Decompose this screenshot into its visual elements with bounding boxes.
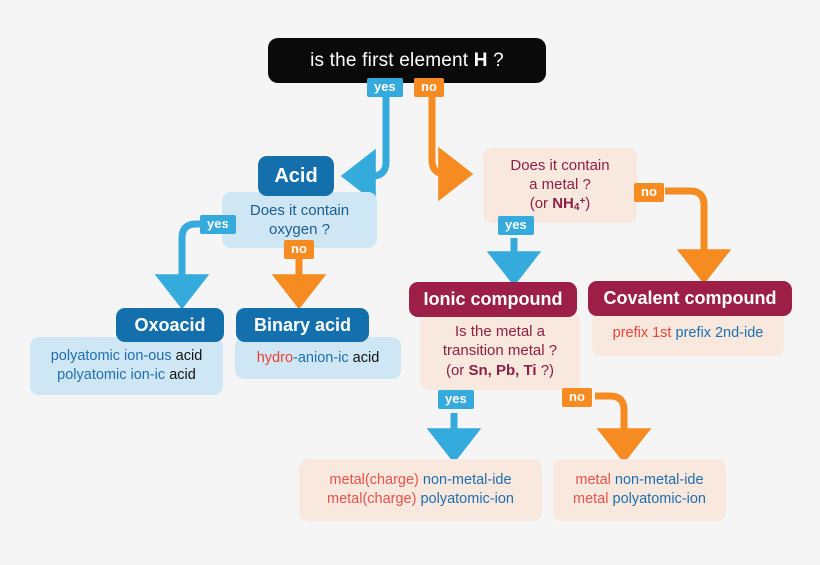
ionic-question-line1: Is the metal a [454,323,546,341]
tno-line1-part1: metal [575,472,611,489]
binary-acid-part2: -anion-ic [293,349,349,366]
ionic-q3-metals: Sn, Pb, Ti [468,361,537,379]
transition-no-line2: metal polyatomic-ion [573,490,706,509]
ionic-question-line3: (or Sn, Pb, Ti ?) [446,361,554,380]
tyes-line1-part1: metal(charge) [329,472,419,489]
acid-pill: Acid [258,156,334,196]
covalent-result-panel: prefix 1st prefix 2nd-ide [592,311,784,356]
tyes-line1-part2: non-metal-ide [422,472,512,489]
metal-question-line1: Does it contain [510,156,610,174]
arrow-root-no [428,92,474,202]
metal-q3-sup: + [579,196,586,208]
arrow-root-yes [340,92,390,204]
binary-acid-pill: Binary acid [236,308,369,342]
metal-question-line3: (or NH4+) [530,194,591,215]
tag-oxygen-no: no [284,240,314,259]
metal-q3-prefix: (or [529,195,553,213]
acid-question-line1: Does it contain [249,201,350,219]
covalent-line1: prefix 1st prefix 2nd-ide [613,324,764,343]
oxoacid-result-panel: polyatomic ion-ous acid polyatomic ion-i… [30,337,223,395]
ionic-q3-suffix: ?) [536,361,555,379]
tyes-line2-part2: polyatomic-ion [420,491,514,507]
oxoacid-line1: polyatomic ion-ous acid [51,347,203,366]
tno-line1-part2: non-metal-ide [614,472,704,489]
binary-acid-part1: hydro [256,349,294,366]
metal-q3-sub: 4 [573,202,580,214]
root-question-prefix: is the first element [310,49,474,71]
tag-metal-no: no [634,183,664,202]
covalent-part2: prefix 2nd-ide [675,325,764,342]
covalent-part1: prefix 1st [612,325,672,342]
oxoacid-line2: polyatomic ion-ic acid [57,366,196,385]
covalent-compound-pill: Covalent compound [588,281,792,316]
tno-line2-part2: polyatomic-ion [612,491,707,507]
tag-transition-yes: yes [438,390,474,409]
oxoacid-line1-part2: acid [175,348,203,365]
arrow-oxygen-yes [154,220,225,310]
oxoacid-line1-part1: polyatomic ion-ous [50,348,172,365]
transition-no-line1: metal non-metal-ide [575,471,703,490]
transition-yes-result-panel: metal(charge) non-metal-ide metal(charge… [299,459,542,521]
binary-acid-part3: acid [352,349,380,366]
root-question-suffix: ? [487,49,504,71]
transition-no-result-panel: metal non-metal-ide metal polyatomic-ion [553,459,726,521]
tag-transition-no: no [562,388,592,407]
oxoacid-pill: Oxoacid [116,308,224,342]
ionic-compound-pill: Ionic compound [409,282,577,317]
metal-question-panel: Does it contain a metal ? (or NH4+) [483,148,637,223]
tag-oxygen-yes: yes [200,215,236,234]
arrow-metal-no [665,187,732,285]
ionic-q3-prefix: (or [445,361,469,379]
tag-root-no: no [414,78,444,97]
ionic-question-line2: transition metal ? [442,342,558,360]
metal-q3-nh: NH [552,195,574,213]
root-question-box: is the first element H ? [268,38,546,83]
transition-yes-line2: metal(charge) polyatomic-ion [327,490,514,509]
transition-yes-line1: metal(charge) non-metal-ide [329,471,511,490]
oxoacid-line2-part2: acid [169,367,196,383]
metal-q3-formula: NH4+ [552,195,586,214]
binary-acid-result-panel: hydro-anion-ic acid [235,337,401,379]
root-question-text: is the first element H ? [310,50,504,72]
acid-question-line2: oxygen ? [269,221,330,238]
tyes-line2-part1: metal(charge) [327,491,417,507]
binary-acid-line1: hydro-anion-ic acid [257,349,380,368]
metal-question-line2: a metal ? [529,176,591,194]
tno-line2-part1: metal [573,491,609,507]
arrow-transition-no [595,392,652,464]
oxoacid-line2-part1: polyatomic ion-ic [57,367,166,383]
tag-root-yes: yes [367,78,403,97]
metal-q3-suffix: ) [585,195,591,213]
ionic-question-panel: Is the metal a transition metal ? (or Sn… [420,312,580,390]
tag-metal-yes: yes [498,216,534,235]
root-question-element: H [473,49,488,71]
